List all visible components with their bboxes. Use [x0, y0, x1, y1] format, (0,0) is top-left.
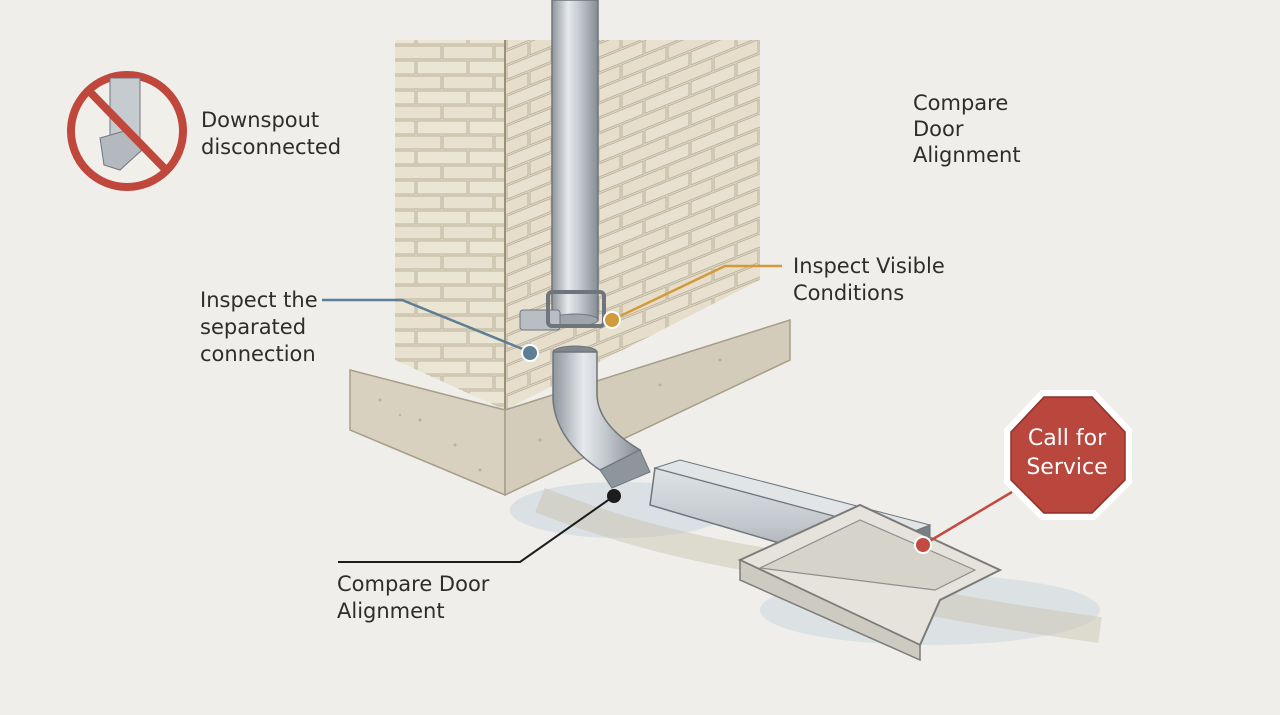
- label-inspect-separated-connection: Inspect the separated connection: [200, 288, 318, 366]
- callout-dot-connection: [521, 344, 539, 362]
- label-compare-door-alignment-bottom: Compare Door Alignment: [337, 572, 490, 623]
- leader-lines: [322, 264, 1013, 563]
- stop-sign-icon: [1004, 390, 1132, 520]
- label-downspout-disconnected: Downspout disconnected: [201, 108, 342, 159]
- downspout-pipe: [519, 0, 606, 331]
- callout-dot-service: [914, 536, 932, 554]
- label-compare-door-alignment-top: Compare Door Alignment: [913, 91, 1021, 167]
- callout-dot-conditions: [603, 311, 621, 329]
- prohibition-icon: [67, 71, 187, 191]
- callout-dot-alignment: [607, 489, 621, 503]
- splash-block: [737, 503, 1003, 662]
- label-inspect-visible-conditions: Inspect Visible Conditions: [793, 254, 945, 305]
- stop-sign-label: Call for Service: [1026, 426, 1108, 480]
- downspout-elbow: [552, 345, 651, 489]
